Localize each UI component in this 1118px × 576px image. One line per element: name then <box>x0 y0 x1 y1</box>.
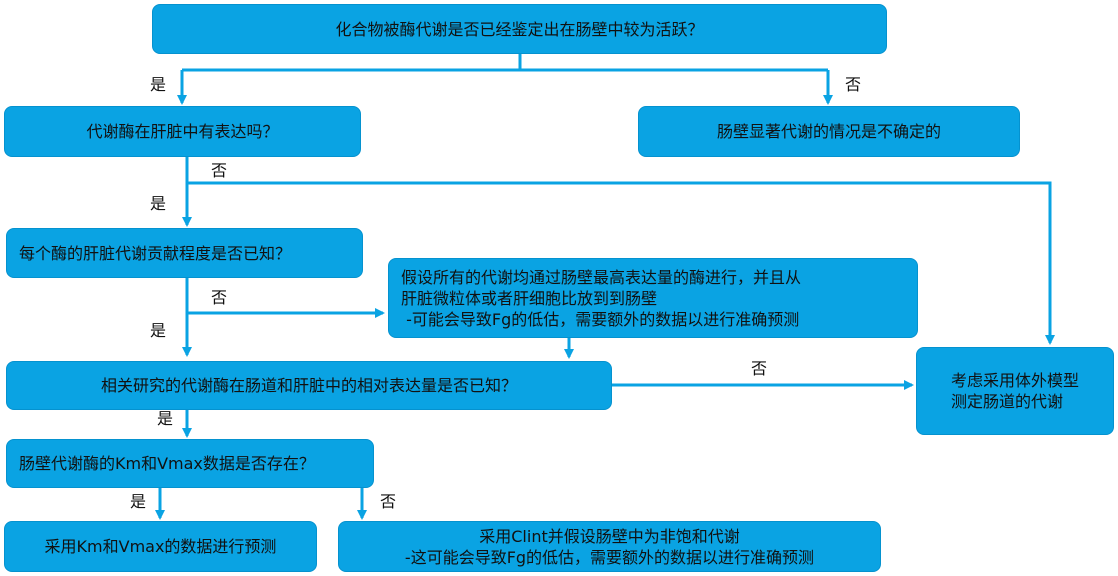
node-in-vitro-line-1: 考虑采用体外模型 <box>950 371 1079 390</box>
label-yes-relative: 是 <box>150 321 167 340</box>
node-gut-active-text: 化合物被酶代谢是否已经鉴定出在肠壁中较为活跃？ <box>335 19 704 39</box>
node-km-vmax-question: 肠壁代谢酶的Km和Vmax数据是否存在？ <box>6 439 374 488</box>
node-uncertain-result: 肠壁显著代谢的情况是不确定的 <box>638 106 1020 157</box>
node-fraction-known-text: 每个酶的肝脏代谢贡献程度是否已知？ <box>19 243 292 263</box>
label-no-uncertain: 否 <box>845 75 862 94</box>
node-in-vitro-result: 考虑采用体外模型 测定肠道的代谢 <box>916 347 1114 435</box>
label-yes-kmvmax: 是 <box>157 409 174 428</box>
node-liver-expressed-question: 代谢酶在肝脏中有表达吗？ <box>4 106 361 157</box>
node-in-vitro-line-2: 测定肠道的代谢 <box>950 392 1063 411</box>
node-clint-lines: 采用Clint并假设肠壁中为非饱和代谢 -这可能会导致Fg的低估，需要额外的数据… <box>405 526 814 568</box>
node-km-vmax-text: 肠壁代谢酶的Km和Vmax数据是否存在？ <box>19 454 315 473</box>
node-clint-result: 采用Clint并假设肠壁中为非饱和代谢 -这可能会导致Fg的低估，需要额外的数据… <box>338 521 881 572</box>
node-gut-active-question: 化合物被酶代谢是否已经鉴定出在肠壁中较为活跃？ <box>152 4 887 54</box>
label-no-relative: 否 <box>751 359 768 378</box>
node-assumption-action: 假设所有的代谢均通过肠壁最高表达量的酶进行，并且从 肝脏微粒体或者肝细胞比放到到… <box>388 258 918 338</box>
node-in-vitro-lines: 考虑采用体外模型 测定肠道的代谢 <box>951 370 1079 412</box>
node-relative-expression-question: 相关研究的代谢酶在肠道和肝脏中的相对表达量是否已知？ <box>6 361 612 410</box>
label-yes-use: 是 <box>130 492 147 511</box>
node-assumption-line-3: -可能会导致Fg的低估，需要额外的数据以进行准确预测 <box>401 309 800 329</box>
node-fraction-known-question: 每个酶的肝脏代谢贡献程度是否已知？ <box>6 228 363 278</box>
node-clint-line-1: 采用Clint并假设肠壁中为非饱和代谢 <box>479 526 740 546</box>
node-assumption-lines: 假设所有的代谢均通过肠壁最高表达量的酶进行，并且从 肝脏微粒体或者肝细胞比放到到… <box>401 267 801 330</box>
node-liver-expressed-text: 代谢酶在肝脏中有表达吗？ <box>86 122 279 141</box>
node-use-km-vmax-text: 采用Km和Vmax的数据进行预测 <box>44 537 277 556</box>
node-use-km-vmax-result: 采用Km和Vmax的数据进行预测 <box>4 521 317 572</box>
label-yes-fraction: 是 <box>150 194 167 213</box>
label-no-fraction: 否 <box>211 288 228 307</box>
label-yes-liver: 是 <box>150 75 167 94</box>
node-clint-line-2: -这可能会导致Fg的低估，需要额外的数据以进行准确预测 <box>404 547 815 567</box>
node-assumption-line-1: 假设所有的代谢均通过肠壁最高表达量的酶进行，并且从 <box>401 267 802 287</box>
label-no-liver: 否 <box>211 161 228 180</box>
label-no-clint: 否 <box>380 492 397 511</box>
node-uncertain-text: 肠壁显著代谢的情况是不确定的 <box>716 122 941 141</box>
node-assumption-line-2: 肝脏微粒体或者肝细胞比放到到肠壁 <box>401 288 658 308</box>
node-relative-expression-text: 相关研究的代谢酶在肠道和肝脏中的相对表达量是否已知？ <box>100 376 517 395</box>
